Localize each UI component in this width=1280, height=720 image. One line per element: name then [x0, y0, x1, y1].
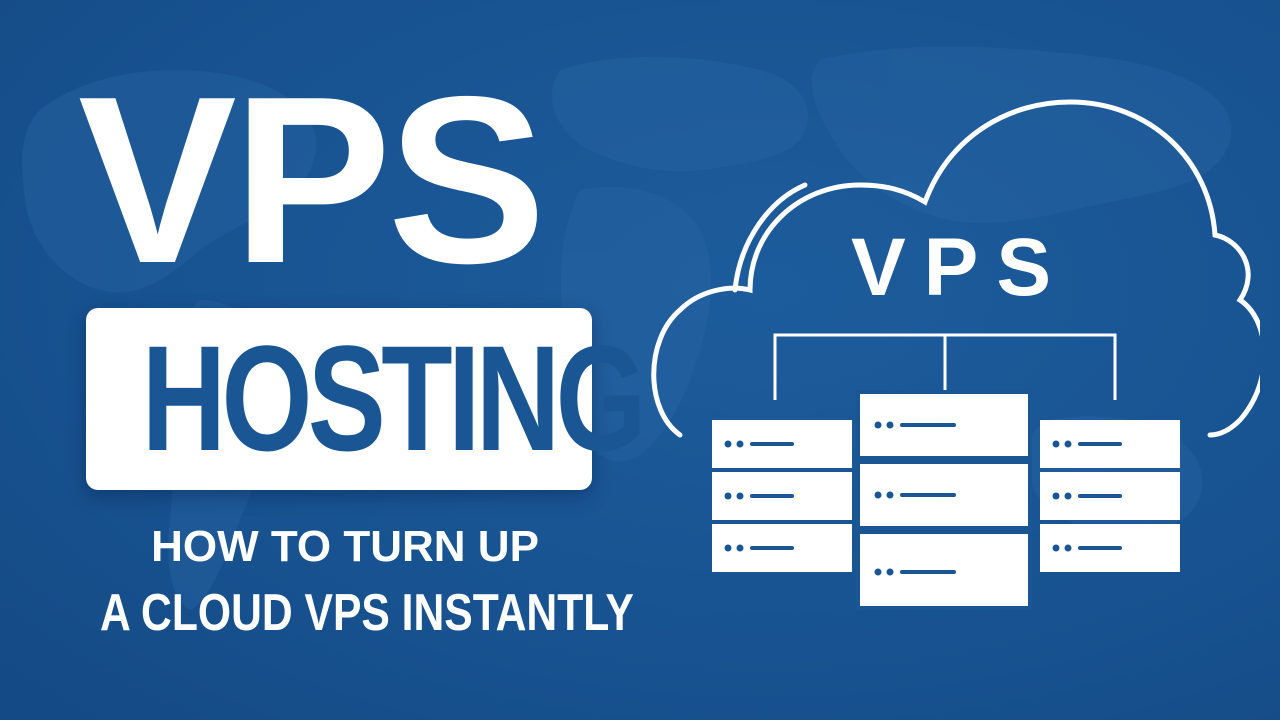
connector-lines: [773, 333, 1117, 400]
cloud-label: VPS: [851, 222, 1069, 313]
subtitle-line-1: HOW TO TURN UP: [151, 522, 539, 571]
cloud-inner-arc: [732, 182, 808, 293]
cloud-server-illustration: VPS: [651, 99, 1260, 610]
cloud-icon: [651, 99, 1260, 438]
server-indicators: [724, 421, 1122, 576]
hosting-banner: HOSTING: [86, 308, 647, 490]
server-stack-center: [856, 390, 1032, 610]
subtitle-line-2: A CLOUD VPS INSTANTLY: [100, 584, 634, 642]
title-vps: VPS: [78, 48, 546, 313]
title-hosting: HOSTING: [141, 314, 647, 482]
